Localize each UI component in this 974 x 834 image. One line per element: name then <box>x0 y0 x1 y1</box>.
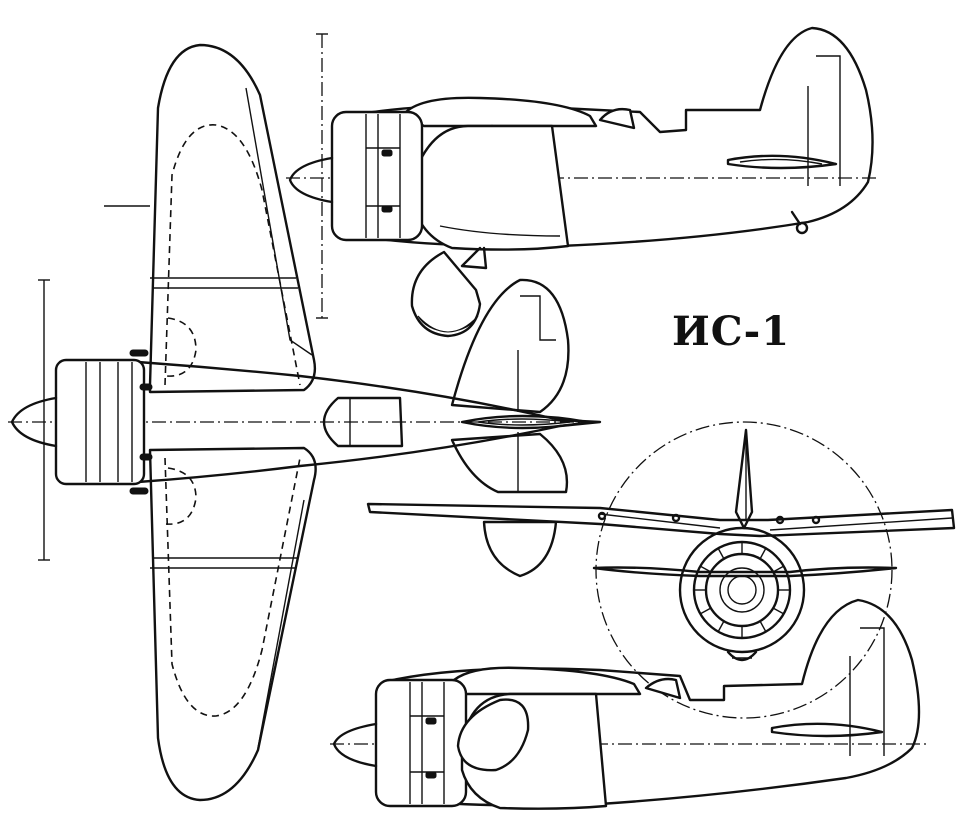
spinner-side-upper <box>290 158 332 202</box>
engine-cowling-side-lower <box>376 680 466 806</box>
stabilizer-upper <box>452 280 568 412</box>
propeller-disc <box>596 422 892 718</box>
spinner-plan <box>12 398 56 446</box>
aircraft-designation-title: ИС-1 <box>672 308 791 355</box>
side-view-lower <box>330 600 930 809</box>
retracted-wheel <box>458 700 528 771</box>
engine-cylinders <box>694 542 790 638</box>
engine-face <box>680 528 804 652</box>
side-view-upper <box>286 28 880 336</box>
canopy-plan <box>324 398 402 446</box>
top-view <box>8 34 600 800</box>
upper-wing-front <box>368 504 954 536</box>
stabilizer-lower <box>452 434 567 492</box>
upper-wing <box>150 45 315 392</box>
upper-wing-side <box>404 98 596 126</box>
lower-wing-side <box>412 126 568 250</box>
fin-front <box>736 430 752 528</box>
lower-wing <box>150 448 316 800</box>
engine-cowling-side-upper <box>332 112 422 240</box>
spinner-side-lower <box>334 724 376 766</box>
front-view <box>368 422 954 718</box>
lower-wing-front <box>594 568 896 577</box>
